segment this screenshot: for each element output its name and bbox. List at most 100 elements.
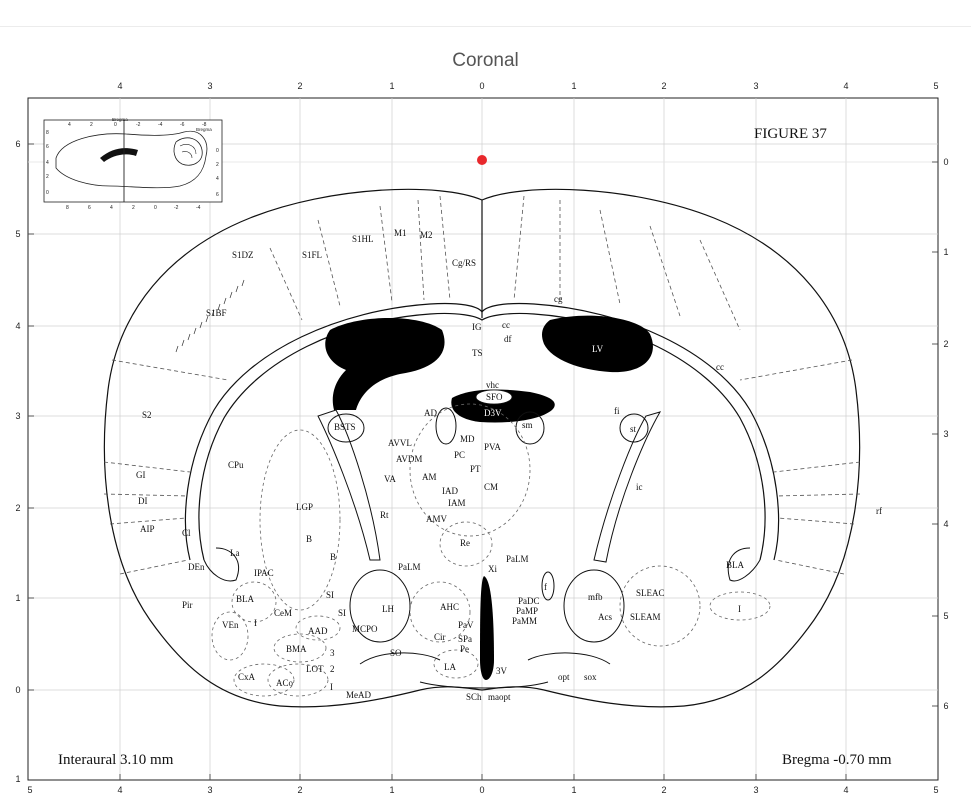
top-tick: 5 — [933, 81, 938, 91]
region-label: TS — [472, 348, 483, 358]
inset-tick: 4 — [110, 205, 113, 211]
inset-tick: 4 — [46, 160, 49, 166]
region-label: BMA — [286, 644, 307, 654]
region-label: df — [504, 334, 512, 344]
region-label: IPAC — [254, 568, 274, 578]
bottom-tick: 1 — [571, 785, 576, 795]
region-label: rf — [876, 506, 882, 516]
region-label: Xi — [488, 564, 497, 574]
left-tick: 1 — [15, 593, 20, 603]
left-tick: 2 — [15, 503, 20, 513]
top-tick: 1 — [389, 81, 394, 91]
region-label: ACo — [276, 678, 294, 688]
region-label: AMV — [426, 514, 448, 524]
region-label: M1 — [394, 228, 407, 238]
inset-tick: -4 — [196, 205, 201, 211]
bottom-tick: 5 — [933, 785, 938, 795]
inset-tick: 8 — [46, 130, 49, 136]
region-label: GI — [136, 470, 146, 480]
inset-tick: -6 — [180, 122, 185, 128]
region-label: Pe — [460, 644, 469, 654]
region-label: MCPO — [352, 624, 378, 634]
top-tick: 3 — [207, 81, 212, 91]
region-label: D3V — [484, 408, 502, 418]
region-label: mfb — [588, 592, 603, 602]
region-label: S1HL — [352, 234, 374, 244]
left-tick: 5 — [15, 229, 20, 239]
region-label: AIP — [140, 524, 155, 534]
inset-tick: 2 — [46, 174, 49, 180]
region-label: 3V — [496, 666, 508, 676]
sagittal-inset: 4 2 0 -2 -4 -6 -8 Bregma Bregma 8 6 4 2 … — [43, 117, 223, 211]
right-tick: 6 — [943, 701, 948, 711]
left-tick: 0 — [15, 685, 20, 695]
inset-tick: 2 — [132, 205, 135, 211]
bottom-tick: 3 — [753, 785, 758, 795]
inset-tick: 0 — [154, 205, 157, 211]
region-labels: S1DZ S1FL S1HL M1 M2 Cg/RS S1BF cg IG cc… — [136, 228, 882, 702]
region-label: SLEAC — [636, 588, 665, 598]
region-label: 2 — [330, 664, 335, 674]
region-label: PC — [454, 450, 465, 460]
region-label: maopt — [488, 692, 511, 702]
region-label: La — [230, 548, 240, 558]
left-tick: 4 — [15, 321, 20, 331]
region-label: Cir — [434, 632, 446, 642]
region-label: I — [254, 618, 257, 628]
left-tick: 1 — [15, 774, 20, 784]
right-tick: 3 — [943, 429, 948, 439]
internal-structures — [203, 407, 761, 689]
region-label: LV — [592, 344, 604, 354]
bottom-tick: 5 — [27, 785, 32, 795]
region-label: AM — [422, 472, 437, 482]
top-tick: 3 — [753, 81, 758, 91]
top-tick: 4 — [843, 81, 848, 91]
right-tick: 4 — [943, 519, 948, 529]
left-tick: 6 — [15, 139, 20, 149]
region-label: vhc — [486, 380, 499, 390]
region-label: LH — [382, 604, 394, 614]
region-label: LGP — [296, 502, 313, 512]
region-label: CeM — [274, 608, 292, 618]
region-label: SFO — [486, 392, 503, 402]
left-lateral-ventricle — [325, 318, 445, 410]
inset-bregma-right: Bregma — [196, 127, 212, 132]
inset-tick: 0 — [46, 190, 49, 196]
subcortical-boundaries — [211, 403, 771, 697]
barrel-dashes — [175, 279, 245, 353]
sfo-nucleus — [475, 389, 513, 405]
region-label: I — [738, 604, 741, 614]
region-label: sm — [522, 420, 533, 430]
inset-tick: 0 — [216, 148, 219, 154]
region-label: S1BF — [206, 308, 227, 318]
interaural-label: Interaural 3.10 mm — [58, 752, 174, 768]
inset-tick: -4 — [158, 122, 163, 128]
region-label: BLA — [236, 594, 255, 604]
region-label: BLA — [726, 560, 745, 570]
inset-tick: 6 — [88, 205, 91, 211]
right-lateral-ventricle — [542, 315, 653, 373]
bottom-tick: 3 — [207, 785, 212, 795]
region-label: PVA — [484, 442, 501, 452]
region-label: PaMP — [516, 606, 538, 616]
region-label: AVDM — [396, 454, 422, 464]
inset-tick: 6 — [46, 144, 49, 150]
inset-tick: -2 — [174, 205, 179, 211]
region-label: AAD — [308, 626, 328, 636]
inset-tick: 2 — [90, 122, 93, 128]
inset-tick: 0 — [114, 122, 117, 128]
region-label: LA — [444, 662, 456, 672]
region-label: PT — [470, 464, 481, 474]
region-label: sox — [584, 672, 597, 682]
top-tick: 0 — [479, 81, 484, 91]
bottom-tick: 2 — [297, 785, 302, 795]
region-label: LOT — [306, 664, 324, 674]
top-tick: 4 — [117, 81, 122, 91]
top-tick: 1 — [571, 81, 576, 91]
region-label: Rt — [380, 510, 389, 520]
region-label: SLEAM — [630, 612, 661, 622]
inset-bregma-top: Bregma — [112, 117, 128, 122]
region-label: f — [544, 582, 547, 592]
inset-tick: -2 — [136, 122, 141, 128]
position-marker[interactable] — [477, 155, 487, 165]
